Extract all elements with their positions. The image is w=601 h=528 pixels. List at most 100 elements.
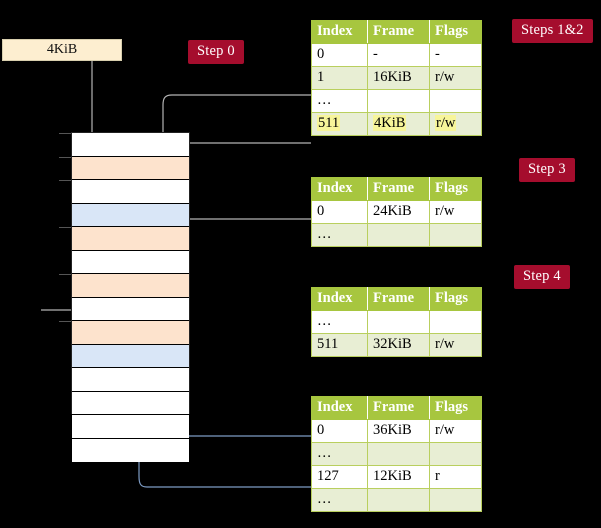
memory-frame-cell xyxy=(72,297,189,321)
table-cell-flags xyxy=(429,310,482,334)
column-header-frame: Frame xyxy=(367,20,430,44)
table-cell-frame: 12KiB xyxy=(367,465,430,489)
table-row: … xyxy=(311,488,482,512)
memory-frame-cell xyxy=(72,344,189,368)
table-cell-frame xyxy=(367,442,430,466)
table-cell-index: … xyxy=(311,442,368,466)
column-header-index: Index xyxy=(311,177,368,201)
memory-frame-tick xyxy=(59,274,71,275)
table-row: 0-- xyxy=(311,43,482,67)
table-row: 511 4KiB r/w xyxy=(311,112,482,136)
table-cell-flags xyxy=(429,89,482,113)
memory-frame-cell xyxy=(72,368,189,392)
memory-frame-tick xyxy=(59,180,71,181)
table-cell-flags xyxy=(429,442,482,466)
source-frame-label: 4KiB xyxy=(46,42,78,57)
badge-step-4: Step 4 xyxy=(514,265,570,289)
table-cell-flags xyxy=(429,488,482,512)
table-cell-flags: r/w xyxy=(429,200,482,224)
memory-frame-tick xyxy=(59,227,71,228)
memory-frame-tick xyxy=(59,321,71,322)
table-cell-frame: 24KiB xyxy=(367,200,430,224)
column-header-frame: Frame xyxy=(367,177,430,201)
column-header-frame: Frame xyxy=(367,396,430,420)
highlighted-value: 4KiB xyxy=(373,115,407,131)
table-cell-index: … xyxy=(311,310,368,334)
column-header-index: Index xyxy=(311,20,368,44)
memory-frame-cell xyxy=(59,274,189,298)
memory-frame-tick xyxy=(59,133,71,134)
table-cell-index: 0 xyxy=(311,419,368,443)
table-cell-frame: 32KiB xyxy=(367,333,430,357)
memory-frame-cell xyxy=(72,250,189,274)
physical-memory-column xyxy=(59,132,190,462)
badge-steps-1-2: Steps 1&2 xyxy=(512,19,593,43)
table-cell-frame xyxy=(367,488,430,512)
table-cell-flags: r/w xyxy=(429,112,482,136)
table-cell-index: 0 xyxy=(311,200,368,224)
table-cell-index: 511 xyxy=(311,112,368,136)
table-cell-frame xyxy=(367,310,430,334)
table-cell-flags: - xyxy=(429,43,482,67)
table-cell-index: 127 xyxy=(311,465,368,489)
table-cell-flags: r/w xyxy=(429,419,482,443)
column-header-flags: Flags xyxy=(429,177,482,201)
table-cell-index: … xyxy=(311,488,368,512)
badge-step-0: Step 0 xyxy=(188,40,244,64)
table-cell-index: … xyxy=(311,89,368,113)
memory-frame-cell xyxy=(59,180,189,204)
highlighted-value: r/w xyxy=(435,115,457,131)
memory-frame-cell xyxy=(59,227,189,251)
memory-frame-tick xyxy=(59,156,71,158)
memory-frame-cell xyxy=(59,133,189,157)
wire-step3 xyxy=(174,218,311,277)
memory-frame-cell xyxy=(59,321,189,345)
memory-frame-cell xyxy=(72,391,189,415)
table-cell-flags: r/w xyxy=(429,66,482,90)
table-cell-frame xyxy=(367,223,430,247)
table-row: … xyxy=(311,310,482,334)
table-cell-index: 511 xyxy=(311,333,368,357)
table-cell-frame: 16KiB xyxy=(367,66,430,90)
table-cell-index: 0 xyxy=(311,43,368,67)
table-cell-frame xyxy=(367,89,430,113)
wire-steps12-b xyxy=(174,142,311,255)
source-frame-box: 4KiB xyxy=(2,39,122,61)
column-header-flags: Flags xyxy=(429,287,482,311)
column-header-flags: Flags xyxy=(429,20,482,44)
memory-frame-cell xyxy=(72,203,189,227)
memory-frame-cell xyxy=(59,156,189,180)
table-cell-frame: 36KiB xyxy=(367,419,430,443)
table-row: … xyxy=(311,442,482,466)
column-header-flags: Flags xyxy=(429,396,482,420)
table-cell-index: … xyxy=(311,223,368,247)
badge-step-3: Step 3 xyxy=(519,158,575,182)
table-row: … xyxy=(311,223,482,247)
table-row: … xyxy=(311,89,482,113)
table-cell-flags: r/w xyxy=(429,333,482,357)
table-cell-frame: 4KiB xyxy=(367,112,430,136)
table-cell-frame: - xyxy=(367,43,430,67)
column-header-frame: Frame xyxy=(367,287,430,311)
highlighted-value: 511 xyxy=(317,115,341,131)
table-cell-flags: r xyxy=(429,465,482,489)
column-header-index: Index xyxy=(311,396,368,420)
table-cell-index: 1 xyxy=(311,66,368,90)
memory-frame-cell xyxy=(72,415,189,439)
table-cell-flags xyxy=(429,223,482,247)
column-header-index: Index xyxy=(311,287,368,311)
